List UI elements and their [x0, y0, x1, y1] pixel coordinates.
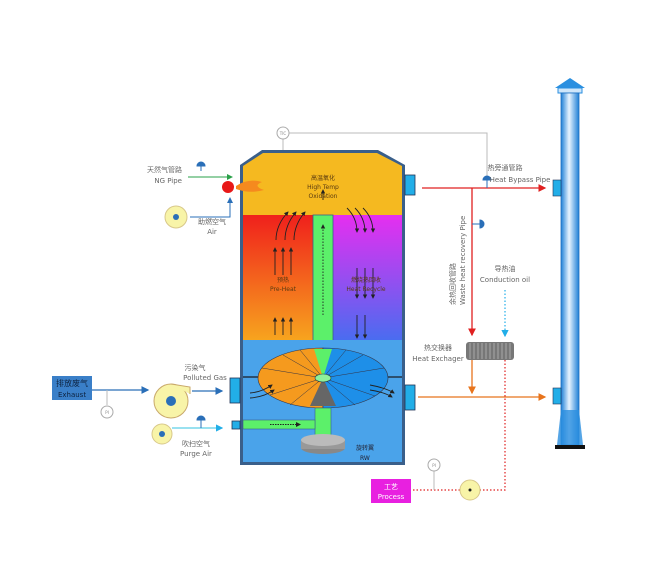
pi-label: PI	[105, 410, 109, 415]
bypass-label-cn: 热旁通管路	[488, 163, 523, 172]
temperature-controller: TIC	[276, 126, 488, 180]
ng-pipe-label-cn: 天然气管路	[147, 165, 182, 174]
pi-gauge-icon	[100, 405, 114, 419]
waste-label-en: Waste heat recovery Pipe	[459, 216, 467, 305]
bypass-outlet-flange	[404, 174, 416, 196]
bypass-valve-icon[interactable]	[482, 175, 492, 188]
oil-label-en: Conduction oil	[480, 276, 530, 284]
inlet-side: 排放废气 Exhaust PI 污染气 Polluted Gas 吹扫空气 Pu…	[52, 363, 227, 458]
heat-recycle-zone	[333, 215, 402, 340]
recycle-label-cn: 燃烧热回收	[351, 276, 381, 284]
oil-label-cn: 导热油	[495, 264, 516, 273]
rotary-wheel	[257, 347, 389, 409]
process-box	[371, 479, 411, 503]
purge-valve-icon[interactable]	[196, 415, 206, 428]
exhaust-box	[52, 376, 92, 400]
rw-label-en: RW	[360, 455, 370, 462]
outlet-piping: 热旁通管路 Heat Bypass Pipe 余热回收管路 Waste heat…	[371, 163, 550, 503]
hx-label-cn: 热交换器	[424, 343, 452, 352]
waste-label-cn: 余热回收管路	[448, 263, 457, 305]
control-signal-line	[289, 132, 488, 180]
purge-label-cn: 吹扫空气	[182, 439, 210, 448]
stack-cap	[555, 78, 585, 88]
oxidation-label-en2: Oxidation	[309, 193, 338, 200]
recycle-label-en: Heat Recycle	[346, 286, 386, 293]
oxidation-label-cn: 高温氧化	[311, 174, 335, 182]
waste-heat-valve-icon[interactable]	[472, 219, 485, 229]
tic-gauge-icon	[276, 126, 290, 140]
purge-label-en: Purge Air	[180, 450, 212, 458]
ng-pipe-label-en: NG Pipe	[154, 177, 182, 185]
pi-label-2: PI	[432, 463, 436, 468]
preheat-zone	[243, 215, 313, 340]
air-label-cn: 助燃空气	[198, 217, 226, 226]
oxidation-label-en1: High Temp	[307, 184, 339, 191]
heat-exchanger-icon	[466, 342, 514, 360]
rw-label-cn: 旋转翼	[356, 444, 374, 452]
burner-icon	[222, 181, 234, 193]
flame-icon	[236, 180, 264, 192]
combustion-air-pipe	[190, 197, 233, 218]
burner-assembly: 天然气管路 NG Pipe 助燃空气 Air	[147, 161, 264, 236]
oxidation-zone	[243, 153, 402, 215]
hx-label-en: Heat Exchager	[412, 355, 464, 363]
rto-vessel: 高温氧化 High Temp Oxidation 预热 Pre-Heat 燃烧热…	[229, 150, 416, 465]
tic-label: TIC	[279, 131, 287, 136]
chimney-stack	[552, 78, 585, 449]
process-label-cn: 工艺	[384, 483, 398, 491]
drive-shaft	[314, 407, 332, 439]
purge-flange	[231, 420, 241, 430]
exhaust-label-en: Exhaust	[58, 391, 86, 399]
air-label-en: Air	[207, 228, 217, 236]
rotary-wheel-base	[301, 434, 345, 446]
flow-arrows	[249, 189, 395, 399]
preheat-label-cn: 预热	[277, 276, 289, 284]
polluted-label-cn: 污染气	[185, 363, 206, 372]
pi-gauge-icon-2	[427, 458, 441, 472]
exhaust-label-cn: 排放废气	[56, 378, 88, 388]
preheat-label-en: Pre-Heat	[270, 286, 297, 293]
process-oil-pipe	[383, 360, 506, 494]
inlet-flange	[229, 377, 241, 404]
stack-base	[555, 445, 585, 449]
process-label-en: Process	[378, 493, 405, 501]
polluted-label-en: Polluted Gas	[183, 374, 227, 382]
outlet-flange	[404, 384, 416, 411]
bypass-label-en: Heat Bypass Pipe	[490, 176, 551, 184]
ng-valve-icon[interactable]	[196, 161, 206, 171]
